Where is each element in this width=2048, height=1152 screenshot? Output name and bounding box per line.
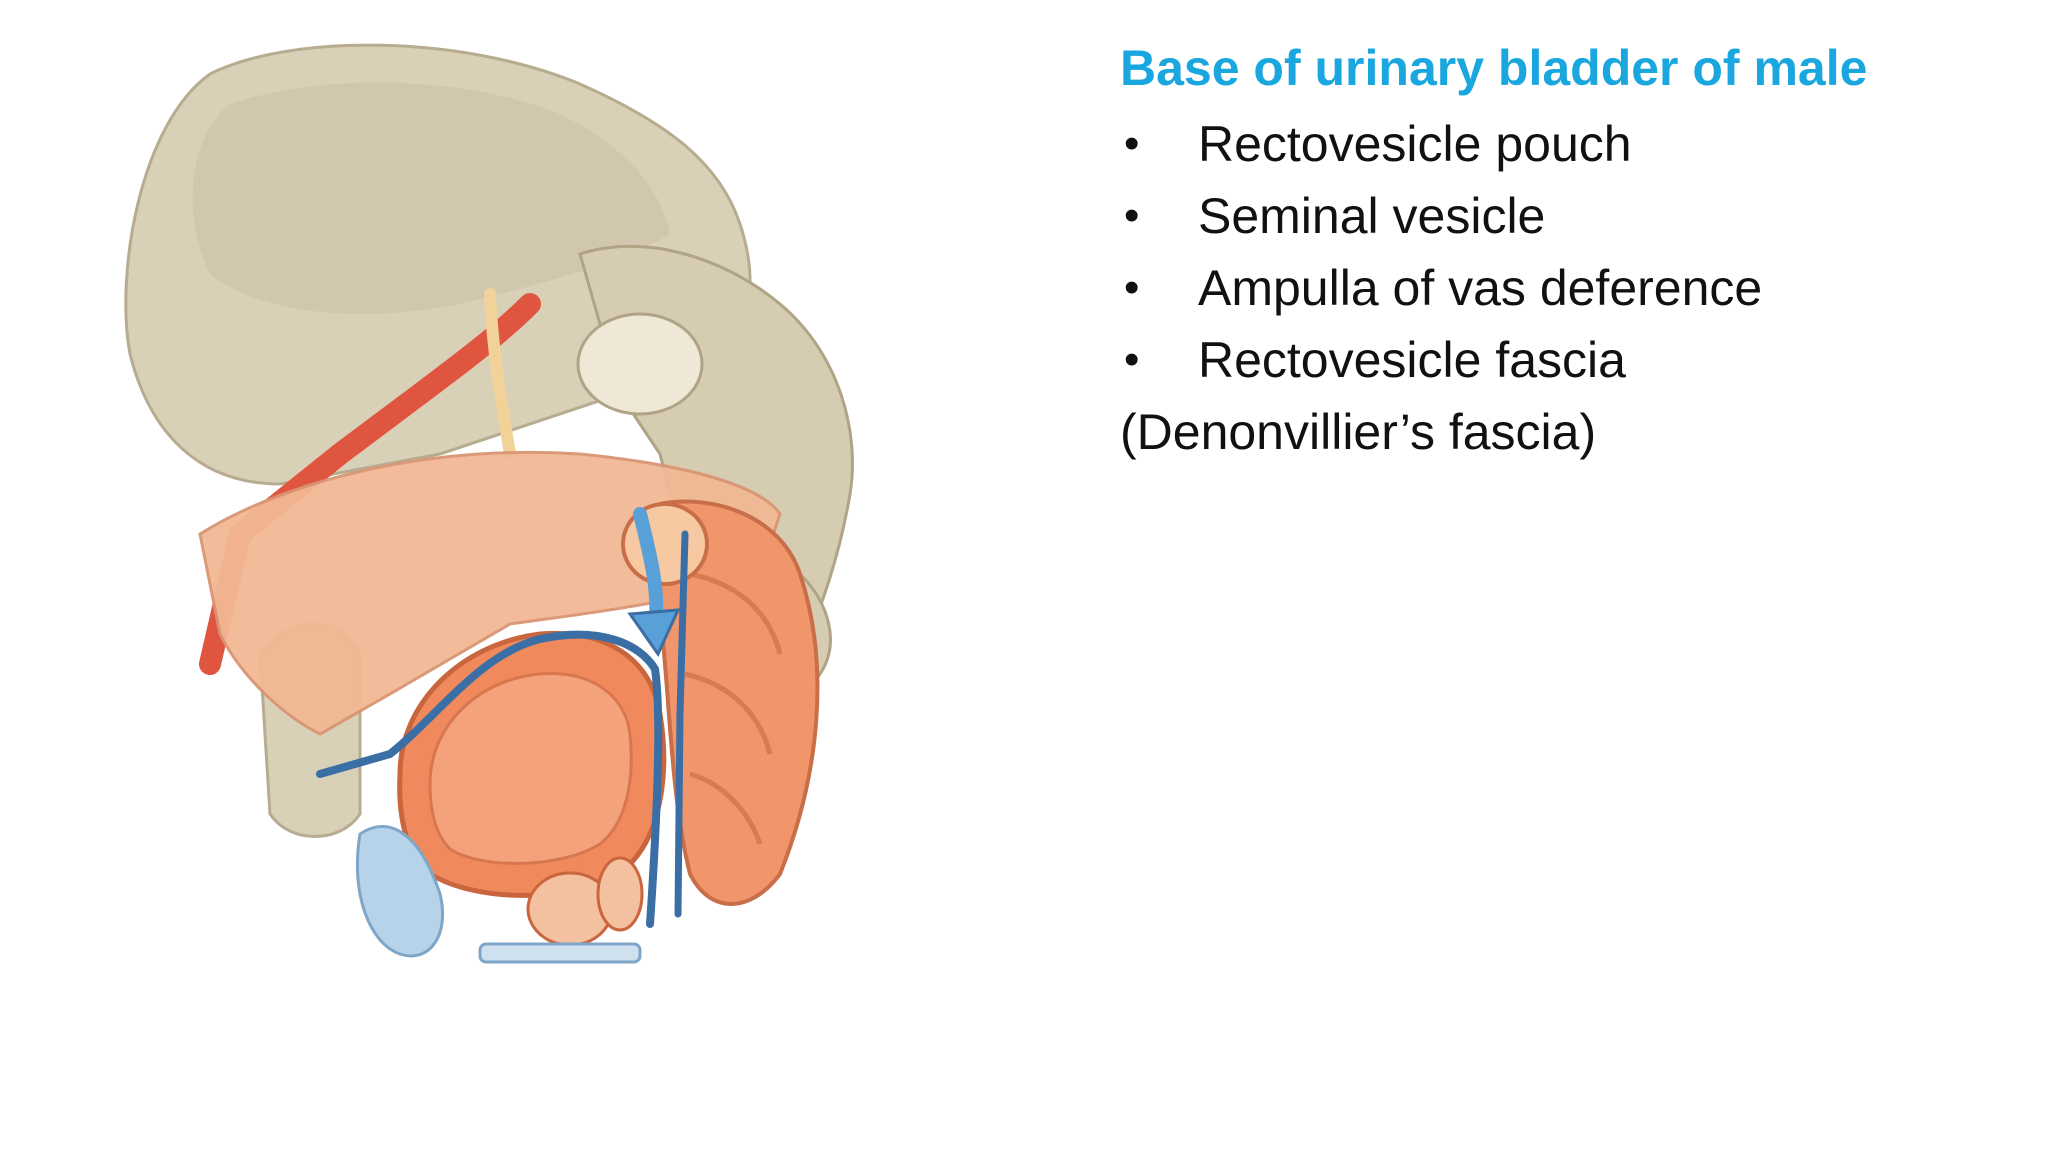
bullet-list: • Rectovesicle pouch • Seminal vesicle •… <box>1120 108 2000 396</box>
bullet-item: • Ampulla of vas deference <box>1120 252 2000 324</box>
bullet-item: • Rectovesicle pouch <box>1120 108 2000 180</box>
vertebral-body <box>576 312 704 416</box>
perineal-body <box>478 942 642 964</box>
bullet-glyph: • <box>1124 263 1140 312</box>
bullet-text: Ampulla of vas deference <box>1198 260 1763 316</box>
ureter <box>484 288 516 460</box>
perineal-membrane <box>355 825 445 958</box>
slide-text: Base of urinary bladder of male • Rectov… <box>1120 36 2000 468</box>
bullet-glyph: • <box>1124 335 1140 384</box>
iliac-artery <box>199 293 541 675</box>
bullet-text: Seminal vesicle <box>1198 188 1546 244</box>
slide-heading: Base of urinary bladder of male <box>1120 40 1868 96</box>
bullet-text: Rectovesicle pouch <box>1198 116 1632 172</box>
fascia-outline-rectum <box>674 530 689 918</box>
fascia-eponym-note: (Denonvillier’s fascia) <box>1120 404 1597 460</box>
bullet-glyph: • <box>1124 191 1140 240</box>
bullet-text: Rectovesicle fascia <box>1198 332 1626 388</box>
pelvis-sagittal-illustration <box>124 43 854 964</box>
rectovesical-fascia-outline <box>316 630 663 928</box>
bullet-glyph: • <box>1124 119 1140 168</box>
bullet-item: • Seminal vesicle <box>1120 180 2000 252</box>
rectum-folds <box>684 571 783 845</box>
iliac-fossa-shade <box>192 82 670 314</box>
bullet-item: • Rectovesicle fascia <box>1120 324 2000 396</box>
seminal-vesicle <box>596 856 644 932</box>
bladder-inner-wall <box>428 672 633 865</box>
